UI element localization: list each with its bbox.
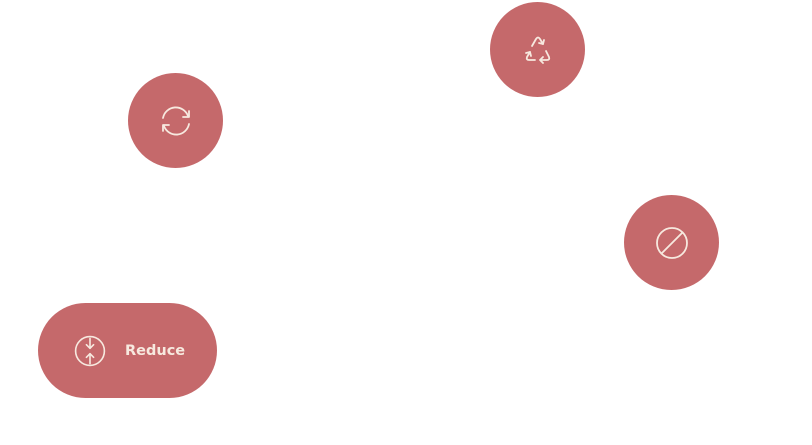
ban-button[interactable] (624, 195, 719, 290)
recycle-button[interactable] (490, 2, 585, 97)
reduce-icon (74, 335, 106, 366)
refresh-icon (161, 106, 190, 135)
reduce-button[interactable]: Reduce (38, 303, 217, 398)
recycle-icon (524, 36, 550, 64)
ban-icon (655, 226, 688, 259)
reduce-label: Reduce (125, 342, 186, 359)
refresh-button[interactable] (128, 73, 223, 168)
